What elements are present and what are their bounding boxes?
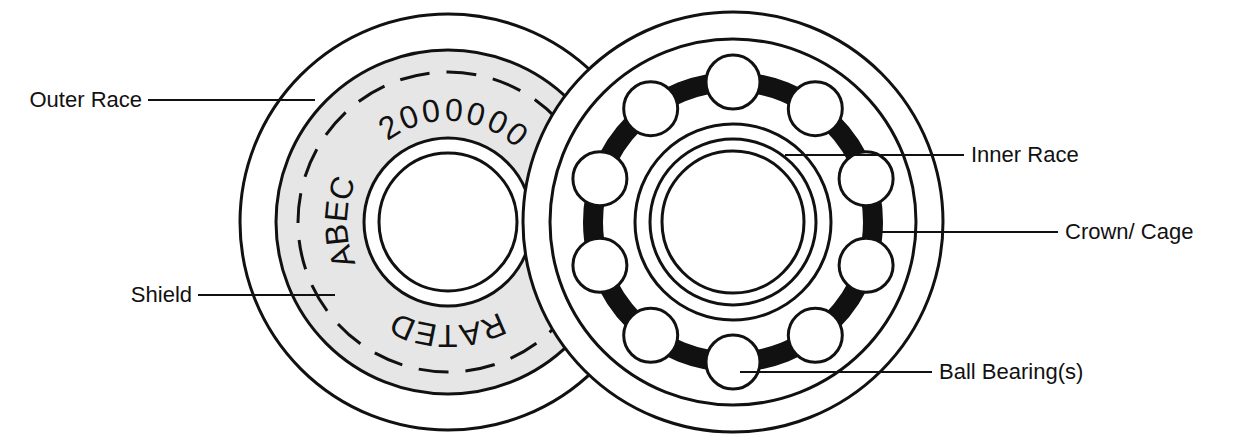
leader-line <box>785 154 964 156</box>
ball <box>624 82 678 136</box>
outer-race-inner-edge <box>550 39 916 405</box>
part-label: Crown/ Cage <box>1065 219 1193 245</box>
bore <box>379 153 517 291</box>
part-label: Inner Race <box>971 142 1079 168</box>
inner-race-ring <box>364 138 532 306</box>
cage-ring <box>593 82 873 362</box>
part-label: Ball Bearing(s) <box>939 359 1083 385</box>
leader-line <box>878 231 1058 233</box>
part-label: Shield <box>131 282 192 308</box>
balls <box>573 55 893 389</box>
open-bearing <box>523 12 943 432</box>
ball <box>788 308 842 362</box>
part-label: Outer Race <box>30 87 143 113</box>
ball <box>573 238 627 292</box>
shield-letter: 0 <box>420 93 443 129</box>
ball <box>788 82 842 136</box>
inner-race <box>635 124 831 320</box>
leader-line <box>740 371 932 373</box>
shield-letter: B <box>319 222 355 247</box>
shield-letter: 0 <box>444 93 464 128</box>
shield-letter: T <box>438 319 458 353</box>
ball <box>624 308 678 362</box>
inner-race-edge <box>650 139 816 305</box>
leader-line <box>148 99 315 101</box>
outer-race <box>523 12 943 432</box>
ball <box>706 335 760 389</box>
leader-lines <box>148 100 1058 372</box>
ball <box>839 238 893 292</box>
bore <box>662 151 804 293</box>
ball <box>573 152 627 206</box>
ball <box>706 55 760 109</box>
ball <box>839 152 893 206</box>
leader-line <box>198 294 335 296</box>
